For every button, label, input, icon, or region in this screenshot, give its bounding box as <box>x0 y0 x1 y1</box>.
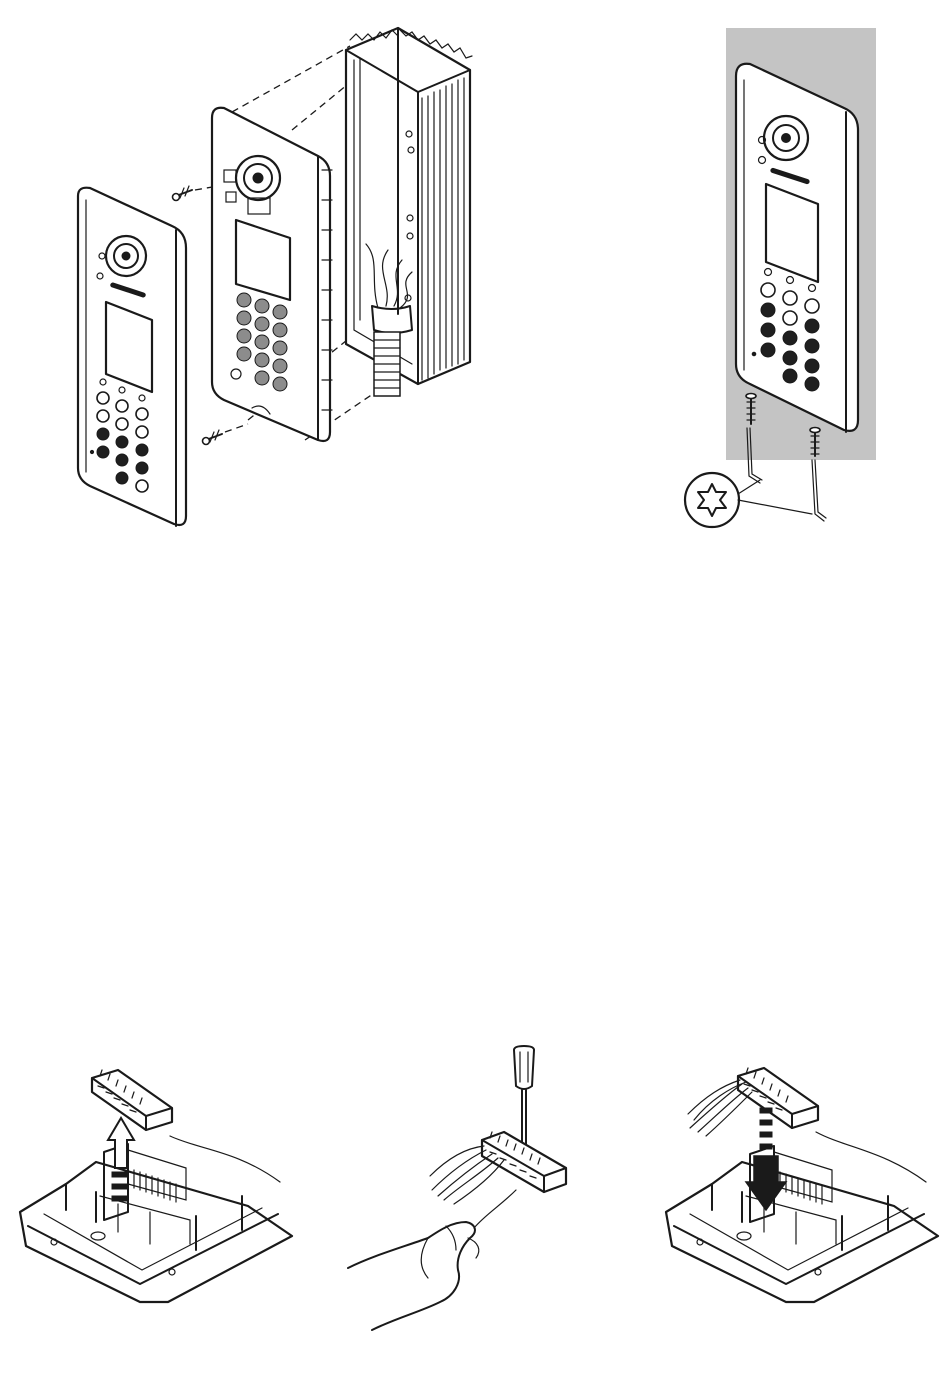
terminal-block-wired <box>688 1068 818 1136</box>
screw-upper <box>173 186 193 201</box>
terminal-block <box>482 1132 566 1192</box>
remove-connector <box>20 1070 292 1302</box>
module-chassis <box>212 108 332 441</box>
terminal-block-removed <box>92 1070 172 1130</box>
screw-lower <box>203 430 223 445</box>
wire-terminal <box>348 1046 566 1330</box>
hand-holding-wire <box>348 1190 516 1330</box>
allen-key-right <box>812 460 826 521</box>
arrow-up-icon <box>108 1118 134 1168</box>
conduit-pipe <box>374 332 400 396</box>
torx-bit-detail-icon <box>685 473 812 527</box>
insert-connector <box>666 1068 938 1302</box>
front-cover <box>78 188 186 526</box>
exploded-assembly <box>78 28 472 526</box>
mounted-unit <box>685 28 876 527</box>
back-box <box>346 28 472 396</box>
